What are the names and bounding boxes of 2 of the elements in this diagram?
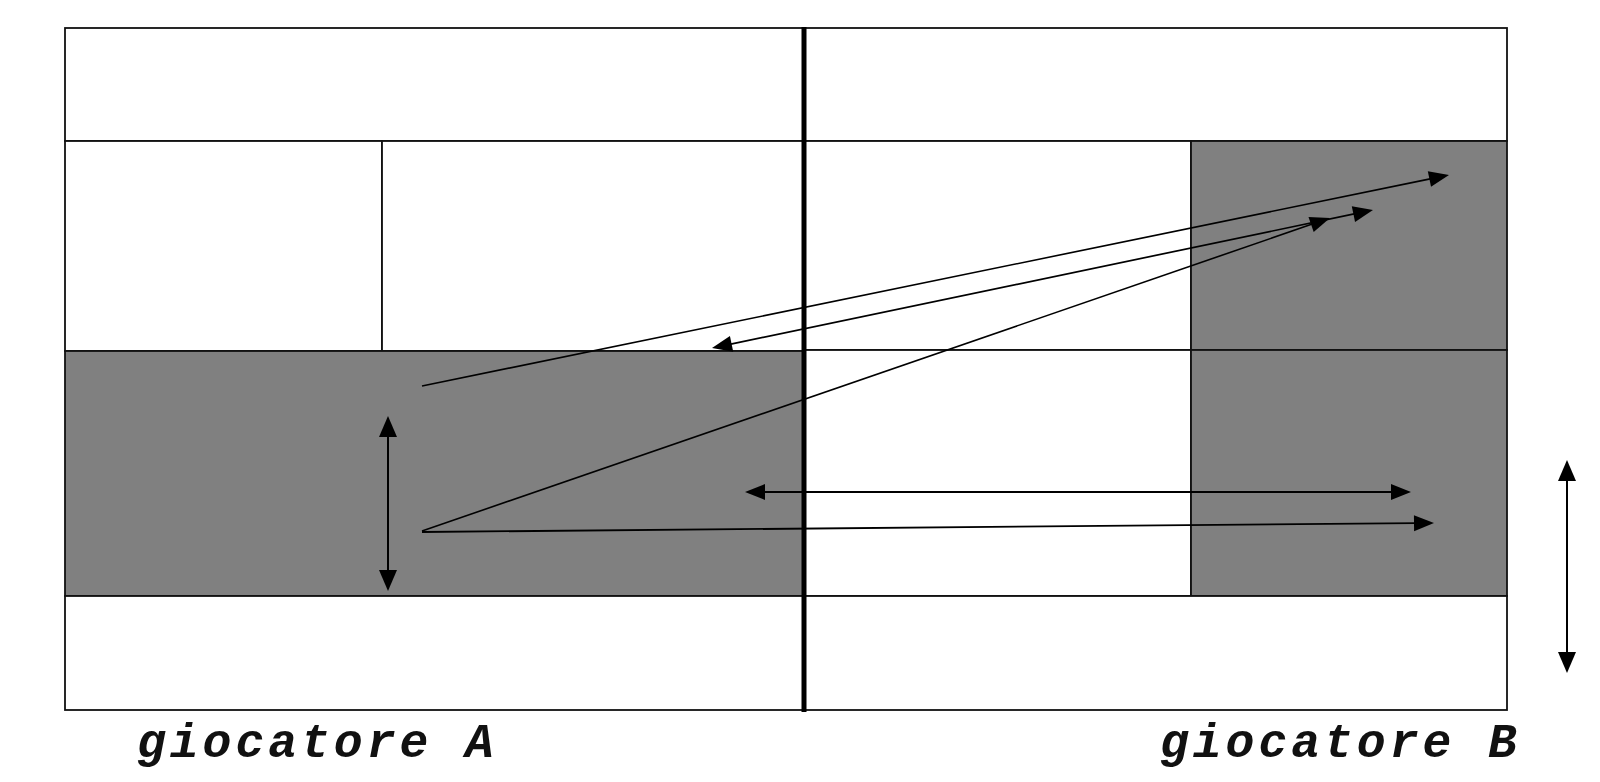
player-label: giocatore A xyxy=(137,718,498,770)
player-label: giocatore B xyxy=(1160,718,1521,770)
